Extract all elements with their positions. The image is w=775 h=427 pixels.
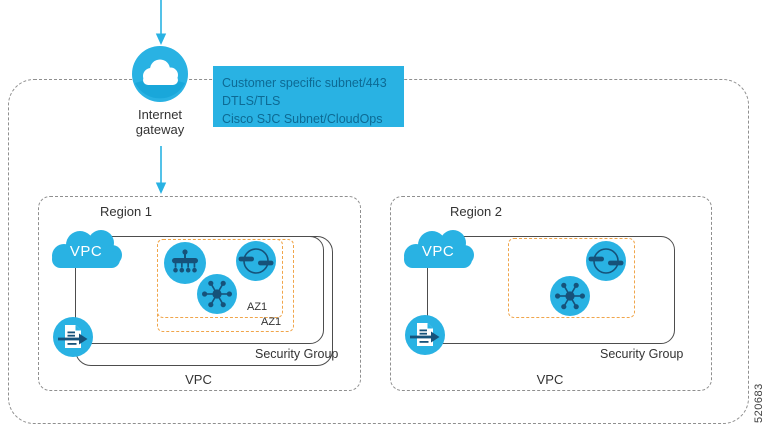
inbound-arrow xyxy=(155,0,167,45)
route-table-icon xyxy=(53,317,93,357)
region1-az-label-inner: AZ1 xyxy=(247,301,268,313)
region2-az-box xyxy=(508,238,635,318)
internet-gateway-label-line2: gateway xyxy=(135,122,185,137)
router-icon xyxy=(586,241,626,281)
annotation-line: Cisco SJC Subnet/CloudOps xyxy=(222,112,383,126)
region2-box xyxy=(390,196,712,391)
figure-id: 520683 xyxy=(753,383,765,423)
internet-gateway-label-line1: Internet xyxy=(137,107,183,122)
region1-vpc-label: VPC xyxy=(185,372,212,387)
region2-vpc-label: VPC xyxy=(536,372,564,387)
internet-gateway-icon xyxy=(132,46,188,102)
annotation-line: DTLS/TLS xyxy=(222,94,281,108)
vpc-cloud-icon xyxy=(404,230,474,268)
gateway-to-region-arrow xyxy=(155,146,167,194)
region2-cloud-label: VPC xyxy=(421,243,455,260)
region2-security-group-label: Security Group xyxy=(600,347,684,361)
switch-icon xyxy=(164,242,206,284)
region1-az-label-outer: AZ1 xyxy=(261,316,282,328)
hub-icon xyxy=(550,276,590,316)
region1-cloud-label: VPC xyxy=(69,243,103,260)
annotation-line: Customer specific subnet/443 xyxy=(222,76,387,90)
route-table-icon xyxy=(405,315,445,355)
internet-gateway-label: Internet gateway xyxy=(110,107,210,137)
region2-title: Region 2 xyxy=(450,204,503,219)
region1-security-group-label: Security Group xyxy=(255,347,339,361)
router-icon xyxy=(236,241,276,281)
region1-title: Region 1 xyxy=(100,204,153,219)
annotation-box: Customer specific subnet/443 DTLS/TLS Ci… xyxy=(213,66,404,127)
hub-icon xyxy=(197,274,237,314)
vpc-cloud-icon xyxy=(52,230,122,268)
region1-box xyxy=(38,196,361,391)
